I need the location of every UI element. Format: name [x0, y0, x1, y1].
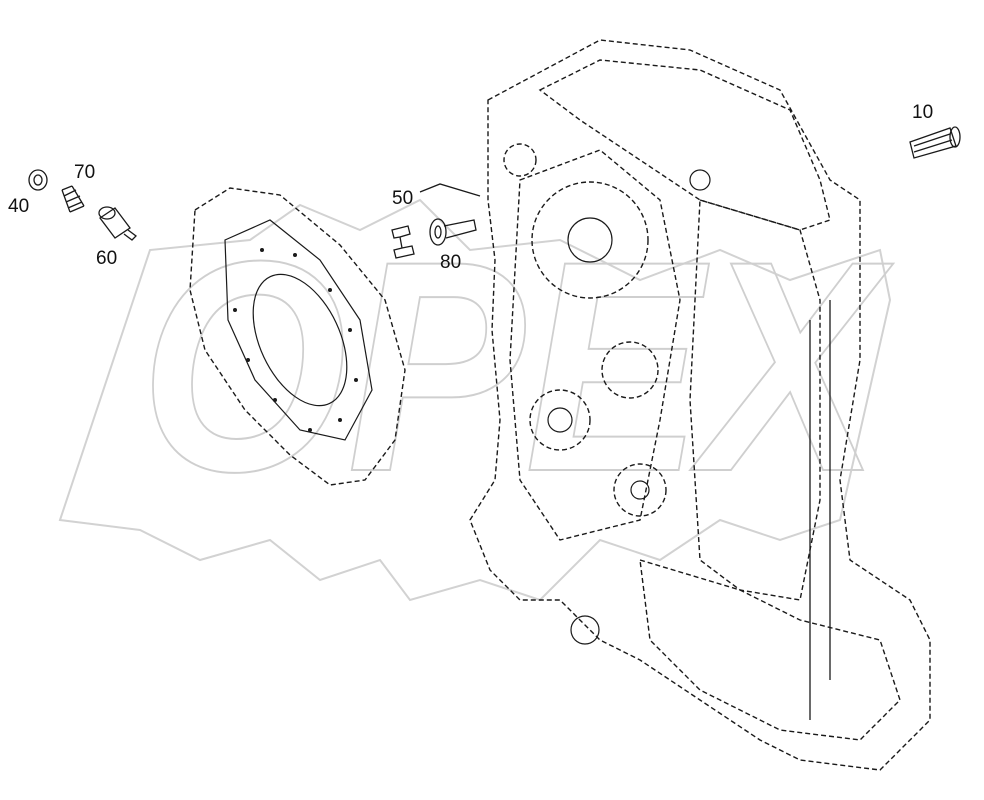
- housing-bore-mid: [601, 341, 659, 399]
- housing-bore-lower-inner: [547, 407, 573, 433]
- watermark-gear-outline: [58, 198, 892, 602]
- housing-bore-large-inner: [567, 217, 613, 263]
- cover-plate: [189, 187, 406, 486]
- part-60-piston: [98, 206, 137, 241]
- watermark-text: OPEX: [140, 198, 894, 534]
- watermark: OPEX: [58, 197, 895, 602]
- callout-60: 60: [96, 248, 117, 269]
- housing-boss-left: [503, 143, 537, 177]
- callout-80: 80: [440, 252, 461, 273]
- housing-outline: [469, 39, 931, 771]
- housing-boss-top: [689, 169, 711, 191]
- housing-right-ridge: [809, 300, 831, 720]
- callout-70: 70: [74, 162, 95, 183]
- part-10-bolt: [909, 126, 961, 159]
- housing-bore-bottom: [613, 463, 667, 517]
- callout-10: 10: [912, 102, 933, 123]
- cover-plate-bolt-holes: [233, 248, 358, 432]
- housing-boss-lowleft: [570, 615, 600, 645]
- housing-bore-large: [531, 181, 649, 299]
- callout-50: 50: [392, 188, 413, 209]
- callout-labels: 10 40 70 60 50 80: [8, 102, 933, 273]
- callout-40: 40: [8, 196, 29, 217]
- part-50-clip: [391, 183, 481, 259]
- part-80-screw: [429, 218, 477, 246]
- part-40-nut: [28, 169, 48, 191]
- cover-plate-inner-ring: [224, 219, 373, 441]
- cover-plate-center-bore: [252, 273, 348, 407]
- housing-bolt-flange: [509, 149, 681, 541]
- transmission-housing: [469, 39, 931, 771]
- part-70-spring: [61, 185, 85, 213]
- housing-right-face: [689, 199, 821, 601]
- housing-bore-bottom-inner: [630, 480, 650, 500]
- housing-bore-lower: [529, 389, 591, 451]
- housing-lower-block: [639, 559, 901, 741]
- cover-plate-outline: [189, 187, 406, 486]
